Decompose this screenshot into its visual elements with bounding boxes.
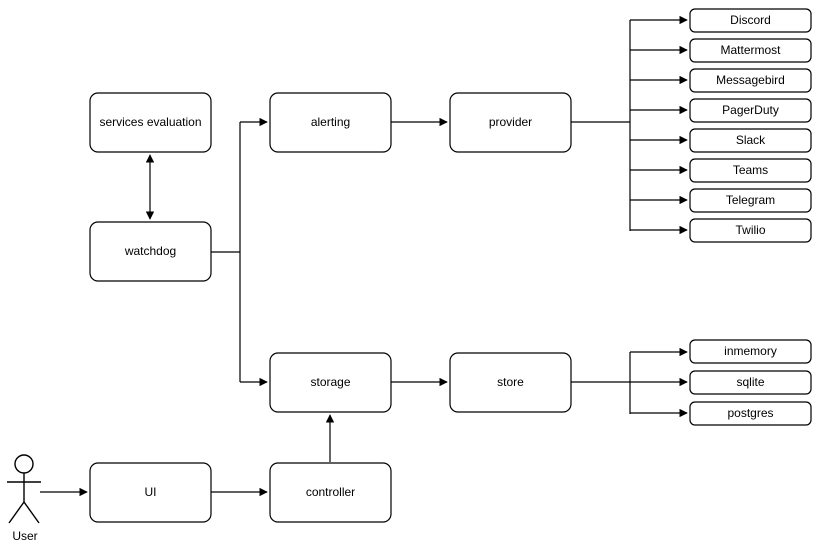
node-provider-target[interactable]: Telegram	[689, 188, 812, 213]
actor-leg-left-icon	[8, 501, 25, 524]
node-ui[interactable]: UI	[89, 462, 212, 523]
node-label-storage: storage	[310, 375, 350, 389]
node-provider-target[interactable]: Twilio	[689, 218, 812, 243]
node-label-watchdog: watchdog	[124, 244, 176, 258]
node-provider-target[interactable]: Mattermost	[689, 38, 812, 63]
provider-fanout-edges	[630, 15, 688, 235]
node-label-alerting: alerting	[311, 115, 350, 129]
node-store-target[interactable]: postgres	[689, 401, 812, 426]
store-fanout-edges	[630, 347, 688, 418]
node-provider-target[interactable]: PagerDuty	[689, 98, 812, 123]
node-label-store: store	[497, 375, 524, 389]
node-store-target[interactable]: sqlite	[689, 370, 812, 395]
node-label-provider-target-1: Mattermost	[720, 43, 781, 57]
node-services-evaluation[interactable]: services evaluation	[89, 92, 212, 153]
node-controller[interactable]: controller	[269, 462, 392, 523]
node-provider-target[interactable]: Messagebird	[689, 68, 812, 93]
node-label-provider-target-4: Slack	[736, 133, 766, 147]
actor-user[interactable]: User	[7, 454, 41, 543]
node-provider-target[interactable]: Slack	[689, 128, 812, 153]
node-label-ui: UI	[145, 485, 157, 499]
node-label-provider-target-5: Teams	[733, 163, 768, 177]
node-label-provider: provider	[489, 115, 532, 129]
node-watchdog[interactable]: watchdog	[89, 221, 212, 282]
node-label-provider-target-2: Messagebird	[716, 73, 785, 87]
node-alerting[interactable]: alerting	[269, 92, 392, 153]
node-label-provider-target-7: Twilio	[735, 223, 765, 237]
node-label-provider-target-6: Telegram	[726, 193, 775, 207]
node-label-provider-target-0: Discord	[730, 13, 771, 27]
node-provider-target[interactable]: Discord	[689, 8, 812, 33]
actor-head-icon	[14, 454, 34, 474]
node-label-store-target-2: postgres	[727, 406, 773, 420]
actor-leg-right-icon	[23, 501, 40, 524]
node-store-target[interactable]: inmemory	[689, 339, 812, 364]
node-storage[interactable]: storage	[269, 352, 392, 413]
actor-label-user: User	[12, 529, 37, 543]
node-label-controller: controller	[306, 485, 355, 499]
node-provider-target[interactable]: Teams	[689, 158, 812, 183]
node-provider[interactable]: provider	[449, 92, 572, 153]
node-label-provider-target-3: PagerDuty	[722, 103, 779, 117]
node-store[interactable]: store	[449, 352, 572, 413]
node-label-services-evaluation: services evaluation	[99, 115, 201, 129]
node-label-store-target-0: inmemory	[724, 344, 777, 358]
node-label-store-target-1: sqlite	[736, 375, 764, 389]
